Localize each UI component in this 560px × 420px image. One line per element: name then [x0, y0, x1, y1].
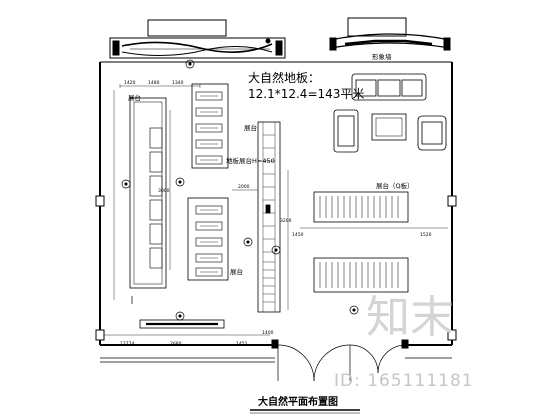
entrance-doors	[277, 344, 406, 382]
dim-horiz-a: 1450	[292, 232, 304, 238]
dim-bottom-c: 1452	[236, 341, 248, 347]
label-display-left: 展台	[128, 93, 141, 102]
dim-horiz-c: 1400	[262, 330, 274, 336]
right-stage-bottom	[313, 257, 409, 293]
dim-top-c: 1340	[172, 80, 184, 86]
label-stage-right: 展台（Q板）	[376, 181, 414, 190]
label-display-mid: 展台	[230, 267, 243, 276]
drawing-title: 大自然平面布置图	[258, 395, 338, 408]
label-display-upper: 展台	[244, 123, 257, 132]
watermark-brand: 知末	[366, 292, 454, 343]
dim-bottom-b: 2680	[170, 341, 182, 347]
dim-right-vert: 3200	[280, 218, 292, 224]
left-display-stand	[129, 97, 167, 289]
dim-top-b: 1480	[148, 80, 160, 86]
label-floor-display-stand: 地板展台H=450	[226, 156, 275, 165]
area-formula-label: 12.1*12.4=143平米	[248, 87, 364, 101]
section-markers	[121, 59, 359, 321]
right-stage-top	[313, 191, 409, 223]
bottom-exterior	[100, 357, 452, 363]
top-left-window-wall	[109, 19, 286, 59]
dimension-lines	[104, 84, 448, 336]
floor-display-strip	[257, 121, 281, 313]
dim-bottom-a: 12774	[120, 341, 134, 347]
outer-walls	[95, 61, 457, 349]
lower-display-stand	[187, 197, 229, 281]
dim-horiz-b: 1520	[420, 232, 432, 238]
upper-display-stand	[191, 83, 229, 169]
watermark-id: ID: 165111181	[334, 371, 474, 391]
dim-top-a: 1420	[124, 80, 136, 86]
dim-mid-vert: 2000	[238, 184, 250, 190]
top-right-curved-wall	[329, 17, 451, 51]
area-name-label: 大自然地板：	[248, 70, 320, 85]
bottom-counter	[139, 319, 225, 329]
dim-left-vert: 3000	[158, 188, 170, 194]
window-wall-label: 形象墙	[372, 52, 392, 61]
sofa-set	[333, 73, 447, 153]
